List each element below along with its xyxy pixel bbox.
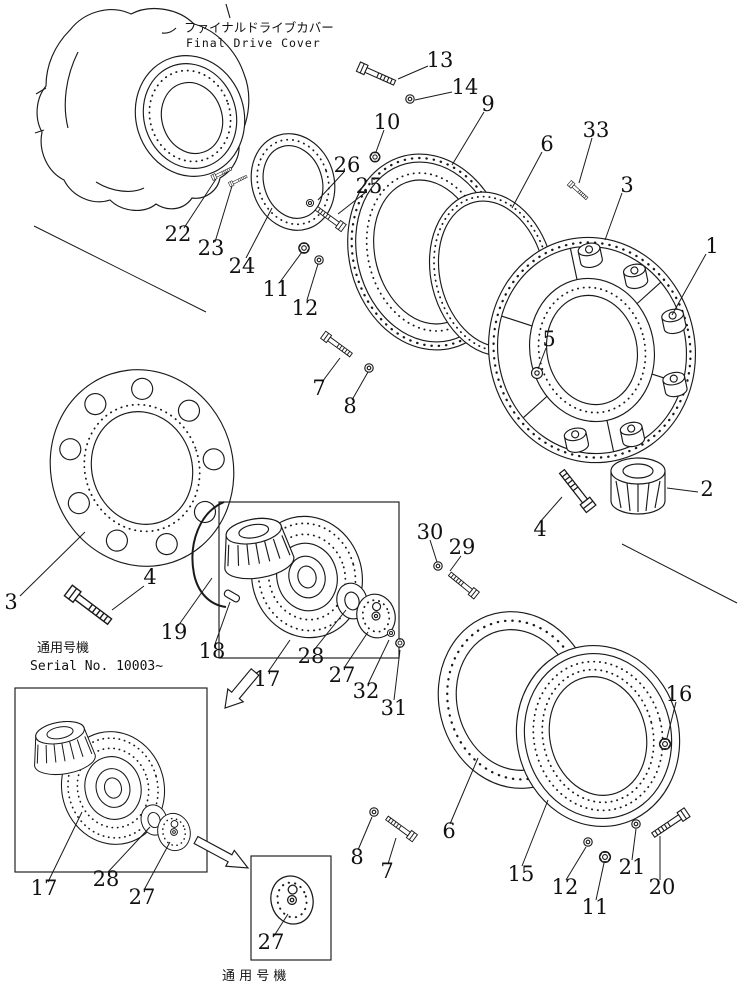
part-29-bolt (446, 570, 480, 600)
callout-7-lower: 7 (380, 859, 393, 883)
callout-7-upper: 7 (312, 376, 325, 400)
callout-26: 26 (334, 153, 361, 177)
final-drive-housing (34, 3, 250, 211)
callout-10: 10 (374, 110, 401, 134)
callout-9: 9 (481, 92, 494, 116)
part-2-bearing (610, 457, 666, 515)
callout-15: 15 (508, 862, 535, 886)
callout-4-right: 4 (533, 517, 546, 541)
part-20-bolt (649, 807, 691, 840)
callout-23: 23 (198, 236, 225, 260)
callout-3-right: 3 (620, 173, 633, 197)
part-14-washer (405, 94, 415, 104)
callout-8-upper: 8 (343, 394, 356, 418)
callout-3-left: 3 (4, 590, 17, 614)
boss (563, 427, 590, 453)
callout-4-left: 4 (143, 565, 156, 589)
section-line-right (621, 543, 738, 604)
part-12-washer-upper (314, 255, 324, 265)
callout-25: 25 (356, 174, 383, 198)
arrow-to-part27-box (193, 835, 250, 869)
boss (622, 263, 649, 290)
part-12-washer-lower (583, 837, 593, 847)
part-5-plug (530, 366, 544, 380)
part-27-box (250, 855, 332, 961)
part-7-bolt-upper (320, 330, 355, 360)
callout-6-top: 6 (540, 132, 553, 156)
callout-13: 13 (427, 48, 454, 72)
part-31-nut (395, 638, 405, 648)
part-4-bolt-right (556, 467, 597, 514)
part-16-nut (658, 737, 672, 751)
callout-30: 30 (417, 520, 444, 544)
callout-12-lower: 12 (552, 875, 579, 899)
serial-note-jp: 通用号機 (37, 641, 89, 656)
boss (577, 242, 603, 269)
callout-18: 18 (199, 639, 226, 663)
label-leader (161, 27, 177, 34)
callout-27-center: 27 (329, 663, 356, 687)
part-32-washer (386, 628, 396, 638)
part-7-bolt-lower (383, 813, 418, 843)
part-24-ring (250, 133, 336, 231)
callout-29: 29 (449, 535, 476, 559)
center-assembly-box (218, 501, 400, 659)
serial-note-en: Serial No. 10003~ (30, 659, 163, 674)
cover-label-en: Final Drive Cover (186, 36, 321, 50)
callout-numbers: 13 14 10 9 33 6 3 1 26 25 22 23 24 11 12… (4, 48, 718, 954)
callout-27-small: 27 (258, 930, 285, 954)
callout-14: 14 (452, 75, 479, 99)
boss (661, 308, 687, 335)
footer-note-jp: 通 用 号 機 (222, 969, 286, 984)
section-line-left (33, 225, 207, 313)
callout-6-lower: 6 (442, 819, 455, 843)
callout-22: 22 (165, 222, 192, 246)
boss (662, 371, 688, 398)
part-3-cover-right (487, 236, 697, 464)
callout-1: 1 (705, 234, 718, 258)
part-4-bolt-left (63, 584, 115, 628)
boss (619, 421, 646, 448)
part-30-washer (433, 561, 443, 571)
part-8-washer-upper (364, 363, 374, 373)
callout-20: 20 (649, 875, 676, 899)
callout-2: 2 (700, 477, 713, 501)
part-11-nut-upper (298, 242, 310, 254)
serial-variant-box (14, 687, 208, 873)
part-3-cover-left (49, 369, 235, 567)
part-13-bolt (355, 61, 398, 88)
callout-17-variant: 17 (31, 876, 58, 900)
callout-33: 33 (583, 118, 610, 142)
part-15-ring (515, 644, 681, 828)
callout-11-upper: 11 (263, 277, 290, 301)
part-27-disc-small (264, 870, 320, 930)
part-33-bolt (566, 180, 590, 202)
callout-5: 5 (542, 327, 555, 351)
part-21-washer (631, 819, 641, 829)
callout-19: 19 (161, 620, 188, 644)
part-10-nut (369, 151, 381, 163)
callout-24: 24 (229, 254, 256, 278)
leader-lines (19, 65, 707, 937)
part-11-nut-lower (598, 850, 612, 864)
cover-label-jp: ファイナルドライブカバー (184, 20, 334, 35)
arrow-to-variant-box (224, 667, 260, 709)
part-8-washer-lower (369, 807, 379, 817)
part-23-screw (228, 173, 249, 188)
callout-32: 32 (353, 679, 380, 703)
part-26-washer (305, 198, 315, 208)
callout-31: 31 (381, 696, 408, 720)
part-19-snap-ring (191, 501, 227, 608)
callout-27-variant: 27 (129, 885, 156, 909)
callout-28-center: 28 (298, 644, 325, 668)
callout-21: 21 (619, 855, 646, 879)
callout-8-lower: 8 (350, 845, 363, 869)
callout-16: 16 (666, 682, 693, 706)
callout-11-lower: 11 (582, 895, 609, 919)
callout-17-center: 17 (254, 667, 281, 691)
callout-12-upper: 12 (292, 296, 319, 320)
part-18-pin (223, 589, 241, 603)
callout-28-variant: 28 (93, 867, 120, 891)
